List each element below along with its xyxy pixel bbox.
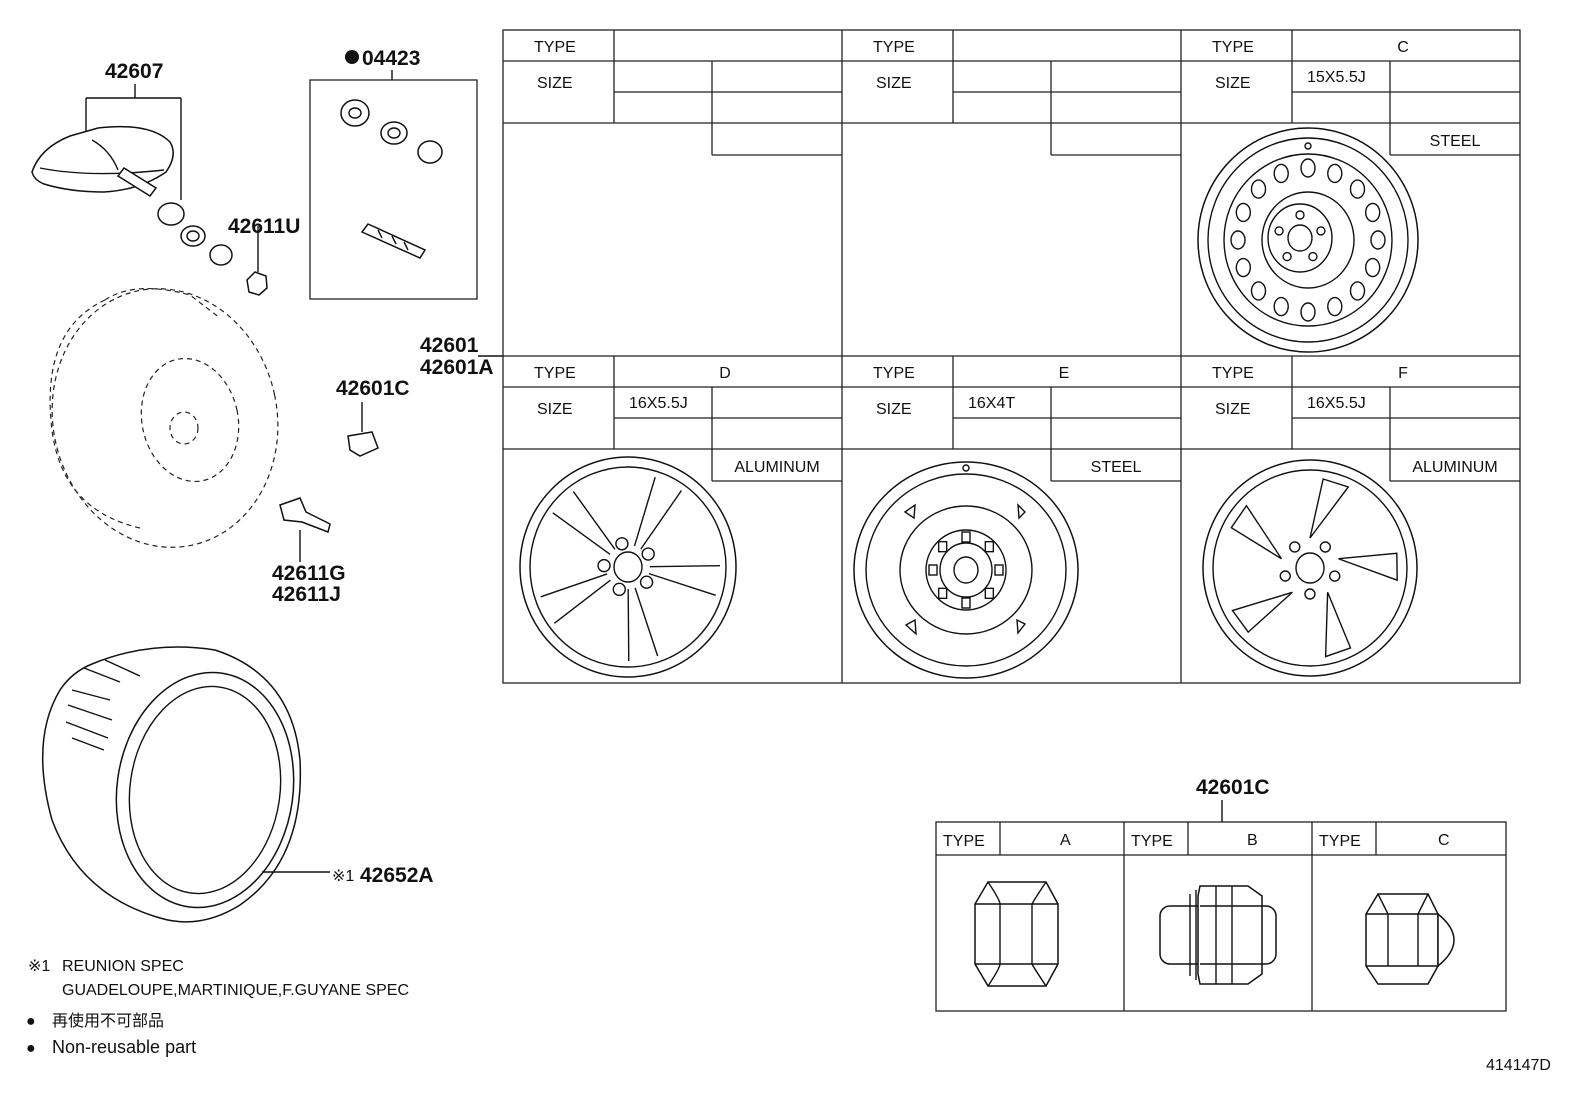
wheel-table-size-label: SIZE xyxy=(876,75,912,92)
nut-type-a: A xyxy=(1060,832,1071,849)
wheel-type-table xyxy=(502,29,1521,684)
wheel-table-material-value: STEEL xyxy=(1430,133,1481,150)
part-number-hub-nut[interactable]: 42601C xyxy=(336,377,410,400)
wheel-table-material-value: ALUMINUM xyxy=(1412,459,1497,476)
wheel-table-type-label: TYPE xyxy=(534,365,576,382)
part-number-sensor[interactable]: 42607 xyxy=(105,60,163,83)
part-number-tire[interactable]: 42652A xyxy=(360,864,434,887)
tpms-sensor-group: 42607 42611U xyxy=(31,60,300,296)
wheel-table-material-value: STEEL xyxy=(1091,459,1142,476)
wheel-table-type-value: E xyxy=(1059,365,1070,382)
part-number-nut-u[interactable]: 42611U xyxy=(228,215,300,238)
nut-type-label-a: TYPE xyxy=(943,833,985,850)
wheel-table-type-label: TYPE xyxy=(873,39,915,56)
wheel-table-size-value: 16X5.5J xyxy=(1307,395,1366,412)
wheel-table-type-value: C xyxy=(1397,39,1409,56)
wheel-table-material-value: ALUMINUM xyxy=(734,459,819,476)
wheel-table-size-label: SIZE xyxy=(537,401,573,418)
sensor-washer xyxy=(209,244,233,266)
valve-kit-box xyxy=(309,79,478,300)
lug-nut-a-icon xyxy=(974,881,1059,987)
nut-type-label-b: TYPE xyxy=(1131,833,1173,850)
spec-note-line1: REUNION SPEC xyxy=(62,958,184,975)
wheel-table-type-value: D xyxy=(719,365,731,382)
valve-icon xyxy=(279,497,331,534)
wheel-table-type-value: F xyxy=(1398,365,1408,382)
wheel-table-type-label: TYPE xyxy=(1212,39,1254,56)
part-number-wheel[interactable]: 42601 xyxy=(420,334,479,357)
notes: ※1 REUNION SPEC GUADELOUPE,MARTINIQUE,F.… xyxy=(26,958,1551,1074)
spec-note-mark: ※1 xyxy=(28,958,50,975)
wheel-dashed-outline xyxy=(49,288,279,548)
spec-note-line2: GUADELOUPE,MARTINIQUE,F.GUYANE SPEC xyxy=(62,982,409,999)
non-reusable-jp: 再使用不可部品 xyxy=(52,1012,164,1030)
wheel-table-size-label: SIZE xyxy=(1215,75,1251,92)
wheel-d-aluminum-drawing xyxy=(519,456,737,678)
wheel-table-size-value: 15X5.5J xyxy=(1307,69,1366,86)
sensor-grommet xyxy=(157,202,185,226)
bullet-icon-jp: ● xyxy=(26,1013,36,1030)
nut-type-b: B xyxy=(1247,832,1258,849)
wheel-table-size-value: 16X4T xyxy=(968,395,1015,412)
tpms-sensor-body xyxy=(31,125,174,193)
lug-nut-table: 42601C TYPE TYPE TYPE A B C xyxy=(935,776,1507,1012)
wheel-f-aluminum-drawing xyxy=(1202,459,1418,677)
part-number-valve-j[interactable]: 42611J xyxy=(272,583,341,606)
nut-table-title[interactable]: 42601C xyxy=(1196,776,1270,799)
wheel-table-size-label: SIZE xyxy=(1215,401,1251,418)
wheel-table-type-label: TYPE xyxy=(534,39,576,56)
diagram-code: 414147D xyxy=(1486,1057,1551,1074)
valve-group: 42611G 42611J xyxy=(272,497,346,606)
wheel-table-type-label: TYPE xyxy=(1212,365,1254,382)
wheel-table-size-label: SIZE xyxy=(876,401,912,418)
part-number-wheel-a[interactable]: 42601A xyxy=(420,356,494,379)
valve-stem xyxy=(360,223,427,259)
wheel-table-size-label: SIZE xyxy=(537,75,573,92)
non-reusable-dot-icon xyxy=(345,50,359,64)
wheel-table-type-label: TYPE xyxy=(873,365,915,382)
wheel-c-steel-drawing xyxy=(1197,127,1419,353)
wheel-table-cells: TYPE SIZE TYPE SIZE TYPE SIZE C 15X5.5J STEEL TYP… xyxy=(503,30,1520,482)
tire-spec-mark: ※1 xyxy=(332,868,354,885)
tire-group: ※1 42652A xyxy=(41,646,434,923)
hub-nut-group: 42601C xyxy=(336,377,410,457)
nut-type-label-c: TYPE xyxy=(1319,833,1361,850)
wheel-table-size-value: 16X5.5J xyxy=(629,395,688,412)
hub-nut-icon xyxy=(347,431,379,457)
wheel-e-steel-drawing xyxy=(853,461,1079,679)
part-number-valve-kit[interactable]: 04423 xyxy=(362,47,420,70)
lug-nut-c-icon xyxy=(1365,893,1455,985)
lug-nut-b-icon xyxy=(1159,885,1277,985)
part-number-valve-g[interactable]: 42611G xyxy=(272,562,346,585)
sensor-nut xyxy=(246,271,268,296)
bullet-icon-en: ● xyxy=(26,1040,36,1057)
non-reusable-en: Non-reusable part xyxy=(52,1037,196,1057)
wheel-label-group: 42601 42601A xyxy=(420,334,503,379)
valve-kit-group: 04423 xyxy=(309,47,478,300)
nut-type-c: C xyxy=(1438,832,1450,849)
